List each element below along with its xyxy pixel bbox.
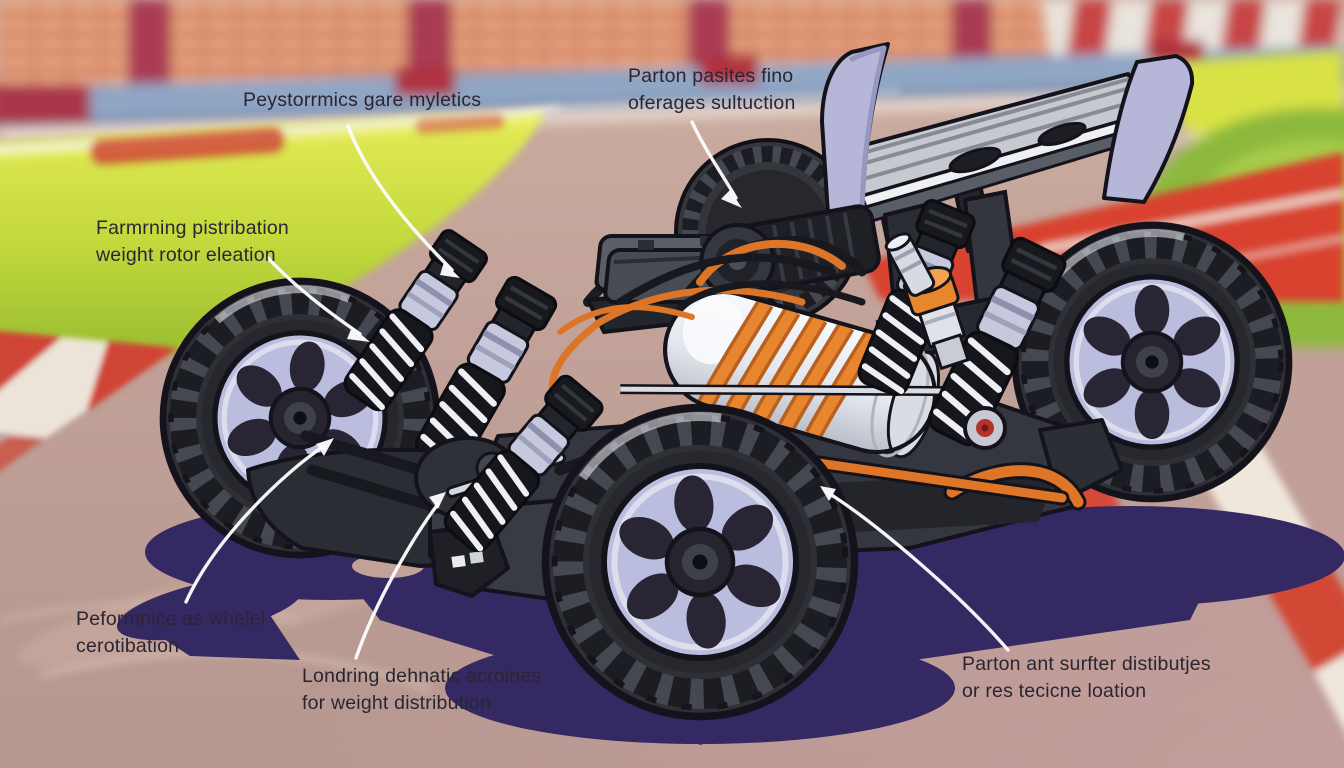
label-tire-surface: Parton ant surfter distibutjes or res te… [962, 651, 1211, 705]
callout-line-chassis [354, 502, 440, 660]
label-front-suspension: Farmrning pistribation weight rotor elea… [96, 215, 289, 269]
label-line: Farmrning pistribation [96, 217, 289, 239]
track-wall [0, 46, 1344, 130]
silver-canister [884, 232, 936, 297]
label-line: Peformnice as whelel [76, 608, 266, 630]
rear-wing [820, 42, 1195, 270]
label-line: Londring dehnatic acroines [302, 665, 542, 687]
label-line: or res tecicne loation [962, 680, 1147, 702]
infield-grass-left [0, 88, 901, 372]
callout-line-aero [346, 124, 454, 272]
callout-line-wheel [184, 444, 326, 604]
wing-endplate-right [1102, 54, 1195, 204]
label-line: Parton ant surfter distibutjes [962, 653, 1211, 675]
label-line: cerotibation [76, 635, 180, 657]
callout-line-tire [828, 492, 1010, 652]
label-line: for weight distribution [302, 692, 491, 714]
label-motor-cables: Parton pasites fino oferages sultuction [628, 63, 795, 117]
label-chassis-weight: Londring dehnatic acroines for weight di… [302, 663, 541, 717]
callout-lines [184, 120, 1010, 660]
silver-disc-red-center [963, 406, 1007, 450]
grandstand [0, 0, 1344, 142]
label-line: Parton pasites fino [628, 65, 794, 87]
label-line: weight rotor eleation [96, 244, 276, 266]
curb-left [0, 330, 178, 471]
label-line: oferages sultuction [628, 92, 796, 114]
label-aero-top: Peystorrmics gare myletics [243, 87, 481, 114]
callout-line-motor [690, 120, 738, 200]
label-line: Peystorrmics gare myletics [243, 89, 482, 111]
label-wheel-rotation: Peformnice as whelel cerotibation [76, 606, 265, 660]
